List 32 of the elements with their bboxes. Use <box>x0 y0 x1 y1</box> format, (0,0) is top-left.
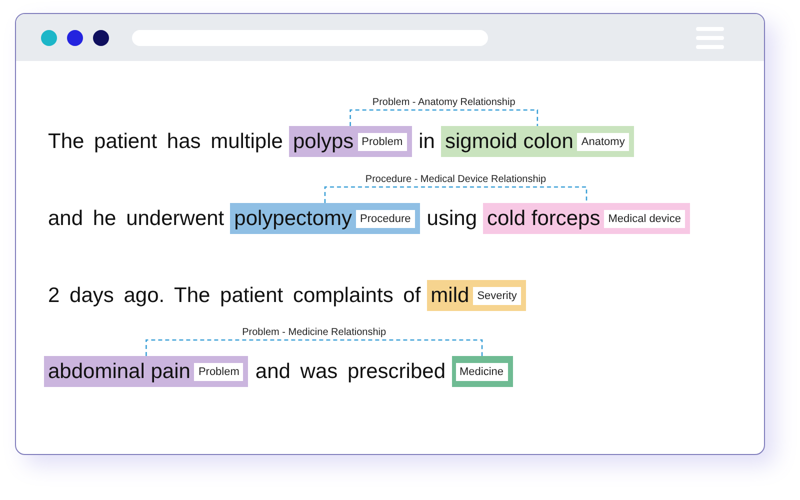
entity-tag: Problem <box>358 132 407 150</box>
entity-highlight <box>288 126 412 157</box>
dashed-connector <box>350 109 538 126</box>
sentence-text: and he underwent <box>48 206 224 230</box>
entity-highlight <box>441 126 634 157</box>
entity-text: mild <box>430 284 470 308</box>
entity-tag: Medical device <box>604 210 685 228</box>
dashed-connector <box>146 339 483 356</box>
edge-label: Problem - Anatomy Relationship <box>370 97 518 108</box>
sentence-text: and was prescribed <box>255 360 446 384</box>
entity-highlight <box>230 203 420 234</box>
edge-label: Procedure - Medical Device Relationship <box>363 174 548 185</box>
entity-tag: Procedure <box>356 210 415 228</box>
entity-tag: Severity <box>473 286 521 304</box>
entity-text: sigmoid colon <box>445 130 574 154</box>
sentence-text: 2 days ago. The patient complaints of <box>48 284 421 308</box>
entity-tag: Medicine <box>456 362 508 380</box>
entity-highlight <box>452 356 513 387</box>
sentence-text: in <box>418 130 435 154</box>
edge-label: Problem - Medicine Relationship <box>240 327 388 338</box>
entity-highlight <box>483 203 690 234</box>
sentence-text: The patient has multiple <box>48 130 283 154</box>
sentence-text: using <box>426 206 477 230</box>
entity-highlight <box>426 280 526 311</box>
entity-tag: Problem <box>194 362 244 380</box>
entity-tag: Anatomy <box>577 132 629 150</box>
entity-text: cold forceps <box>487 206 600 230</box>
dashed-connector <box>324 186 588 203</box>
entity-text: polypectomy <box>234 206 352 230</box>
entity-highlight <box>44 356 248 387</box>
entity-text: abdominal pain <box>48 360 190 384</box>
entity-text: polyps <box>292 130 354 154</box>
